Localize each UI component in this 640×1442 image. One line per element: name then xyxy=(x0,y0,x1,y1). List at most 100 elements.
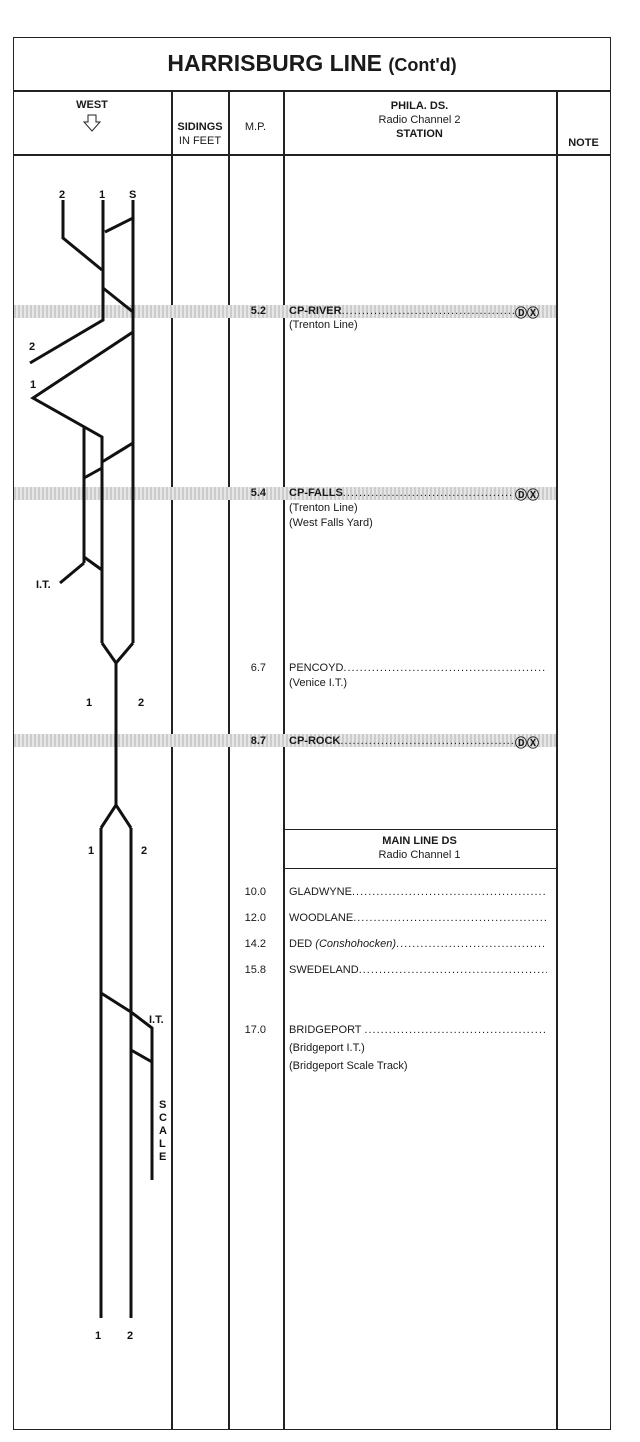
milepost: 14.2 xyxy=(244,938,266,950)
crossover xyxy=(83,555,103,572)
sidings-line1: SIDINGS xyxy=(177,121,223,133)
station-row: CP-ROCK.................................… xyxy=(289,735,514,747)
leader-dots: ........................................… xyxy=(340,735,514,747)
station-name: PENCOYD xyxy=(289,662,344,674)
station-alias: (Conshohocken) xyxy=(315,938,397,950)
milepost: 12.0 xyxy=(244,912,266,924)
track-label: 1 xyxy=(99,189,105,201)
station-row: CP-FALLS................................… xyxy=(289,487,514,499)
milepost: 5.2 xyxy=(250,305,266,317)
station-row: WOODLANE................................… xyxy=(289,912,547,924)
title-sub: (Cont'd) xyxy=(388,55,457,75)
station-label: STATION xyxy=(396,128,443,140)
milepost: 15.8 xyxy=(244,964,266,976)
station-name: CP-FALLS xyxy=(289,487,343,499)
track-label: 2 xyxy=(127,1330,133,1342)
leader-dots: ........................................… xyxy=(364,1024,547,1036)
station-note: (Trenton Line) xyxy=(289,319,358,331)
it-spur xyxy=(59,561,85,585)
scale-letter: A xyxy=(159,1125,167,1137)
station-name: BRIDGEPORT xyxy=(289,1024,362,1036)
station-symbols: ⒹⓍ xyxy=(515,306,540,320)
milepost: 5.4 xyxy=(250,487,266,499)
leader-dots: ........................................… xyxy=(341,305,514,317)
station-row: DED (Conshohocken)......................… xyxy=(289,938,547,950)
scale-track xyxy=(130,1048,154,1180)
highlight-band xyxy=(14,487,556,500)
station-symbols: ⒹⓍ xyxy=(515,736,540,750)
track-label: 1 xyxy=(86,697,92,709)
highlight-band xyxy=(14,734,556,747)
station-name: GLADWYNE xyxy=(289,886,352,898)
track-label: 2 xyxy=(141,845,147,857)
station-symbols: ⒹⓍ xyxy=(515,488,540,502)
it-label: I.T. xyxy=(36,579,51,591)
divider xyxy=(283,90,285,1430)
track-label: 1 xyxy=(95,1330,101,1342)
milepost: 10.0 xyxy=(244,886,266,898)
track-diagram: 2 1 S 2 1 I.T. 1 2 1 2 I.T. S C A L E 1 … xyxy=(29,189,167,1342)
leader-dots: ........................................… xyxy=(396,938,547,950)
down-arrow-icon xyxy=(83,114,101,132)
station-note: (Bridgeport Scale Track) xyxy=(289,1060,408,1072)
track-label: 2 xyxy=(138,697,144,709)
title-main: HARRISBURG LINE xyxy=(167,50,383,76)
divider xyxy=(556,90,558,1430)
leader-dots: ........................................… xyxy=(358,964,547,976)
leader-dots: ........................................… xyxy=(343,662,547,674)
track-1-top xyxy=(29,200,105,365)
scale-letter: E xyxy=(159,1151,166,1163)
header-station: PHILA. DS. Radio Channel 2 STATION xyxy=(283,99,556,141)
timetable-frame xyxy=(13,37,611,1430)
dispatcher: PHILA. DS. xyxy=(390,100,449,112)
milepost: 17.0 xyxy=(244,1024,266,1036)
header-note: NOTE xyxy=(568,137,599,149)
it-spur-2 xyxy=(100,991,154,1070)
junction xyxy=(100,642,135,666)
leader-dots: ........................................… xyxy=(353,912,547,924)
station-note: (Venice I.T.) xyxy=(289,677,348,689)
scale-letter: C xyxy=(159,1112,167,1124)
page-title: HARRISBURG LINE (Cont'd) xyxy=(13,50,611,77)
milepost: 8.7 xyxy=(250,735,266,747)
track-1-mid xyxy=(30,330,134,643)
track-label: 2 xyxy=(59,189,65,201)
station-row: GLADWYNE................................… xyxy=(289,886,547,898)
station-name: WOODLANE xyxy=(289,912,354,924)
divider xyxy=(13,90,611,92)
station-row: CP-RIVER................................… xyxy=(289,305,514,317)
leader-dots: ........................................… xyxy=(342,487,514,499)
crossover xyxy=(101,441,134,464)
station-note: (Bridgeport I.T.) xyxy=(289,1042,365,1054)
track-label: 1 xyxy=(30,379,36,391)
divider xyxy=(171,90,173,1430)
scale-letter: L xyxy=(159,1138,166,1150)
station-row: SWEDELAND...............................… xyxy=(289,964,547,976)
station-name: CP-RIVER xyxy=(289,305,342,317)
station-row: BRIDGEPORT .............................… xyxy=(289,1024,547,1036)
track-label: 1 xyxy=(88,845,94,857)
radio-channel: Radio Channel 1 xyxy=(378,849,461,861)
track-label: 2 xyxy=(29,341,35,353)
crossover xyxy=(102,286,134,314)
siding-s xyxy=(104,216,134,234)
station-name: SWEDELAND xyxy=(289,964,359,976)
it-label: I.T. xyxy=(149,1014,164,1026)
station-note: (Trenton Line) xyxy=(289,502,358,514)
milepost: 6.7 xyxy=(250,662,266,674)
crossover xyxy=(83,466,103,480)
header-mp: M.P. xyxy=(244,121,267,133)
station-name: CP-ROCK xyxy=(289,735,341,747)
divider xyxy=(13,154,611,156)
track-label: S xyxy=(129,189,136,201)
station-note: (West Falls Yard) xyxy=(289,517,373,529)
divider xyxy=(228,90,230,1430)
junction xyxy=(99,802,133,829)
leader-dots: ........................................… xyxy=(351,886,547,898)
highlight-band xyxy=(14,305,556,318)
dispatcher: MAIN LINE DS xyxy=(382,835,457,847)
track-2-top xyxy=(61,200,103,272)
main-line-ds-header: MAIN LINE DS Radio Channel 1 xyxy=(283,829,556,869)
radio-channel: Radio Channel 2 xyxy=(378,114,461,126)
